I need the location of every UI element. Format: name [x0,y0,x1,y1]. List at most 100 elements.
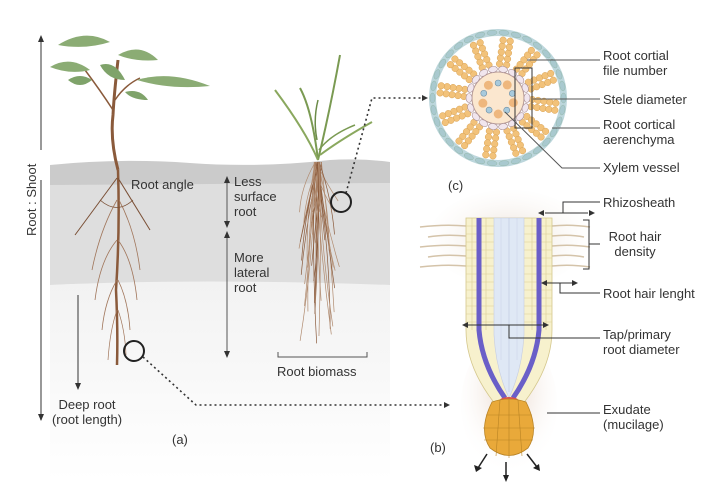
epidermis-cell [486,160,498,167]
axis-label-root-shoot: Root : Shoot [24,164,39,236]
fibrous-root [299,161,316,213]
epidermis-cell [532,41,542,50]
cortical-cell [539,104,547,112]
label-rhizosheath: Rhizosheath [603,195,676,210]
cortical-cell [503,55,512,63]
soil-layers [50,159,390,480]
cortical-cell [504,49,512,57]
xylem-vessel [494,79,502,87]
fibrous-root [304,161,315,307]
endodermis-cell [523,93,531,103]
cortical-cell [460,72,469,80]
panel-c-leaders [504,59,600,169]
cortical-cell [549,76,557,84]
epidermis-cell [433,69,441,80]
root-hair [551,234,585,238]
cortical-cell [451,55,459,63]
cortical-cell [546,98,554,106]
cortical-cell [448,91,456,99]
label-exudate: Exudate (mucilage) [603,402,664,432]
root-hair [551,224,591,228]
cortical-cell [456,59,464,67]
root-hair [551,244,591,248]
leaf [68,76,92,85]
label-root-cortical-aerenchyma: Root cortical aerenchyma [603,117,676,147]
label-root-hair-length: Root hair lenght [603,286,695,301]
label-root-angle: Root angle [131,177,194,192]
epidermis-cell [498,160,510,167]
fibrous-root [310,161,316,205]
epidermis-cell [430,80,437,92]
cortical-cell [455,84,463,93]
cortical-cell [454,92,462,100]
cortical-cell [552,99,560,107]
root-hair [551,264,591,268]
cortical-cell [537,124,545,132]
epidermis-cell [542,49,551,59]
xylem-vessel [485,106,493,114]
panel-label-b: (b) [430,440,446,455]
root-hair [419,264,467,268]
cortical-cell [492,134,500,142]
epidermis-cell [522,35,533,43]
monocot-plant [274,54,373,344]
fibrous-root [319,161,326,241]
leaf [118,49,158,61]
cortical-cell [498,42,506,50]
cortical-cell [505,43,513,51]
label-stele-diameter: Stele diameter [603,92,687,107]
cortical-cell [441,118,449,127]
epidermis-cell [430,104,437,116]
cortical-cell [537,133,545,141]
cortical-cell [456,68,464,76]
panel-b-markers [467,201,600,414]
epidermis-cell [555,116,563,127]
endodermis-cell [516,75,525,84]
epidermis-cell [438,127,446,138]
cortical-cell [532,120,540,128]
phloem [502,80,512,90]
arrowhead [444,402,450,408]
fibrous-root [311,161,315,235]
soil-layer-bottom [50,280,390,480]
endodermis-cell [488,66,498,73]
endodermis-cell [479,119,488,127]
fibrous-root [313,161,318,344]
epidermis-cell [433,116,441,127]
label-root-biomass: Root biomass [277,364,357,379]
xylem-vessel [503,106,511,114]
fibrous-root [318,161,321,336]
epidermis-cell [510,31,521,39]
label-root-cortical-file-number: Root cortial file number [603,48,669,78]
cortical-cell [497,48,505,56]
cortical-cell [437,82,445,90]
epidermis-cell [475,157,486,165]
endodermis-cell [521,83,529,93]
cortical-cell [533,103,541,112]
root-cross-section [429,29,567,167]
panel-b-arrowheads [462,210,595,328]
endodermis-cell [516,112,525,121]
cortical-cell [534,96,542,104]
cortical-cell [489,152,497,160]
soil-layer-top [50,159,390,185]
epidermis-cell [510,157,521,165]
root-longitudinal [419,190,591,482]
cortical-cell [446,61,454,69]
label-more-lateral-root: More lateral root [234,250,270,295]
axis-label-root: Root [24,208,39,236]
leaf [50,61,90,72]
cortical-cell [468,132,476,140]
epidermis-cell [429,92,436,104]
cortical-cell [484,133,493,141]
cortical-cell [527,46,535,54]
endodermis-cell [471,75,480,84]
cortical-cell [455,137,463,145]
epidermis-cell [498,29,510,36]
cortical-cell [466,123,474,131]
cortical-cell [496,54,504,62]
label-root-hair-density: Root hair density [608,229,662,259]
cortical-cell [472,127,480,136]
cortical-cell [476,39,484,47]
